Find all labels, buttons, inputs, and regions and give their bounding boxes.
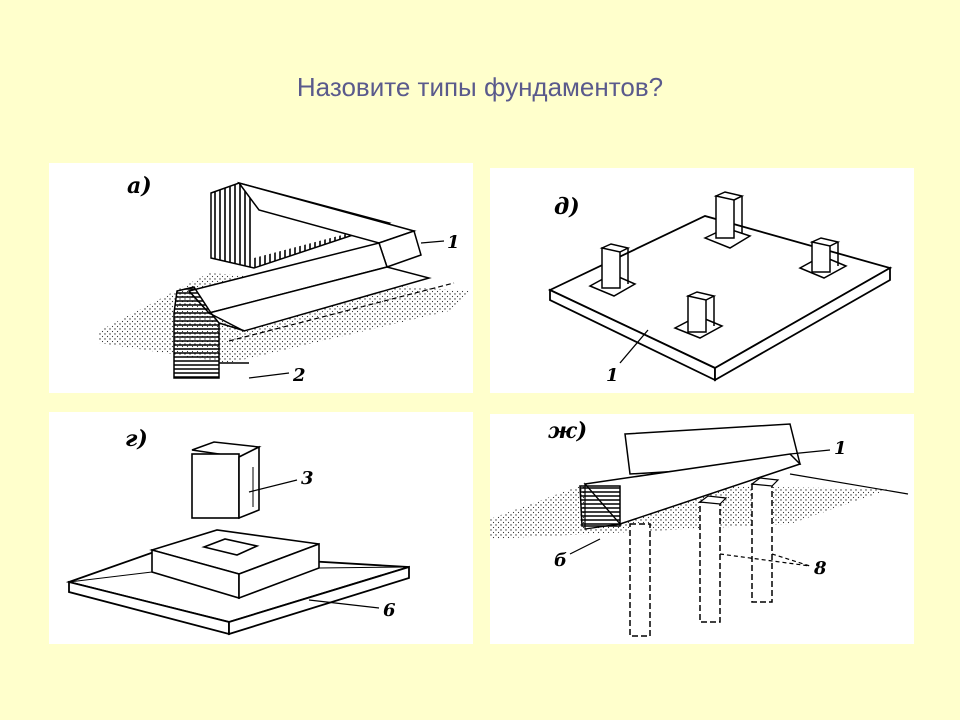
panel-d-callout-1: 1	[606, 365, 619, 386]
column-left	[588, 243, 637, 297]
slide-title: Назовите типы фундаментов?	[296, 72, 664, 102]
footing-dash-line	[228, 282, 455, 342]
isolated-footing-drawing: г) 3 6	[65, 426, 410, 636]
slab-foundation-drawing: д) 1	[547, 191, 893, 386]
panel-a-callout-2: 2	[292, 365, 306, 386]
panel-zh-callout-1: 1	[834, 438, 847, 459]
section-edge	[218, 322, 246, 332]
column-right	[798, 237, 848, 279]
wall-section-hatched	[173, 286, 220, 379]
panel-strip-foundation: а) 1 2	[49, 163, 473, 393]
strip-foundation-drawing: а) 1 2	[99, 173, 469, 386]
panel-g-callout-6: 6	[383, 600, 396, 621]
panel-a-callout-1: 1	[447, 232, 460, 253]
column-top	[703, 191, 752, 249]
panel-g-letter: г)	[125, 426, 148, 452]
pile-2	[698, 495, 728, 623]
callout-leader-b	[569, 538, 601, 555]
panel-a-letter: а)	[127, 173, 152, 199]
callout-leader-grillage	[789, 449, 831, 455]
column-bottom	[673, 291, 724, 339]
pile-3	[750, 477, 780, 603]
panel-pile-foundation: ж) 1 б 8	[490, 414, 914, 644]
callout-leader-2	[248, 372, 290, 379]
pile-foundation-drawing: ж) 1 б 8	[490, 418, 909, 637]
edge-line-right	[318, 566, 410, 569]
footing-slab-right	[228, 565, 410, 636]
foundation-step	[206, 266, 432, 332]
callout-leader-footing	[308, 599, 380, 609]
callout-leader-column	[248, 479, 298, 493]
column-precast	[191, 441, 262, 520]
panel-slab-foundation: д) 1	[490, 168, 914, 393]
column-socket	[201, 538, 260, 556]
callout-leader-piles-a	[719, 553, 811, 567]
pile-1	[629, 523, 651, 637]
panel-zh-letter: ж)	[548, 418, 587, 444]
panel-zh-callout-8: 8	[813, 558, 827, 579]
callout-leader-slab	[619, 329, 649, 364]
callout-leader-piles-b	[771, 553, 811, 567]
ground-line	[789, 473, 909, 495]
panel-d-letter: д)	[554, 194, 580, 220]
panel-isolated-footing: г) 3 6	[49, 412, 473, 644]
panel-zh-callout-b: б	[554, 550, 567, 571]
edge-line-left	[68, 571, 153, 583]
callout-leader-1	[420, 240, 445, 244]
grillage-section-hatched	[579, 485, 621, 527]
slab-side-right	[714, 266, 891, 382]
panel-g-callout-3: 3	[301, 468, 314, 489]
